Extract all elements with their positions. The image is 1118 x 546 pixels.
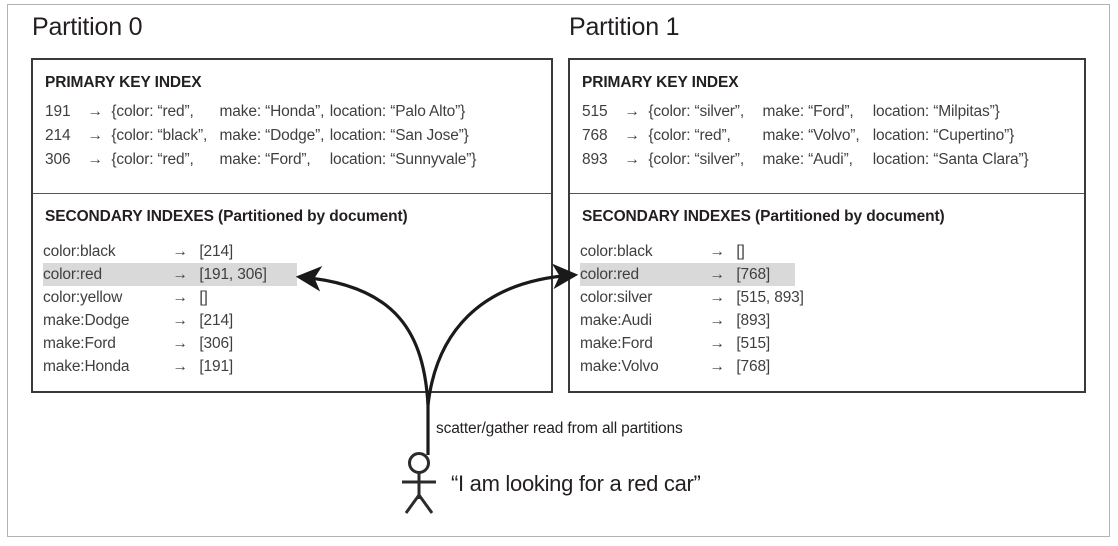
partition-1-pk-row: 893 → {color: “silver”, make: “Audi”, lo… — [582, 151, 1029, 169]
sec-term: make:Audi — [580, 312, 652, 329]
partition-1-divider — [570, 193, 1084, 194]
pk-color: {color: “red”, — [111, 103, 194, 120]
arrow-right-icon: → — [172, 289, 188, 306]
sec-term: color:black — [580, 243, 653, 260]
figure-frame: Partition 0 PRIMARY KEY INDEX 191 → {col… — [7, 4, 1110, 537]
partition-1-primary-heading: PRIMARY KEY INDEX — [582, 74, 739, 91]
partition-0-pk-row: 214 → {color: “black”, make: “Dodge”, lo… — [45, 127, 469, 145]
arrow-right-icon: → — [172, 358, 188, 375]
sec-term: color:red — [43, 266, 102, 283]
sec-term: make:Volvo — [580, 358, 659, 375]
partition-0-box: PRIMARY KEY INDEX 191 → {color: “red”, m… — [31, 58, 553, 393]
partition-0-sec-row: make:Honda → [191] — [43, 355, 297, 378]
user-query-quote: “I am looking for a red car” — [451, 471, 701, 496]
scatter-gather-caption: scatter/gather read from all partitions — [436, 420, 683, 437]
arrow-right-icon: → — [87, 103, 103, 120]
partition-1-sec-row: make:Ford → [515] — [580, 332, 795, 355]
partition-0-divider — [33, 193, 551, 194]
arrow-right-icon: → — [709, 358, 725, 375]
partition-1-sec-row-highlighted: color:red → [768] — [580, 263, 795, 286]
user-head-icon — [408, 452, 430, 474]
sec-term: color:yellow — [43, 289, 123, 306]
sec-term: make:Ford — [580, 335, 653, 352]
arrow-right-icon: → — [172, 266, 188, 283]
pk-color: {color: “black”, — [111, 127, 208, 144]
arrow-right-icon: → — [709, 266, 725, 283]
partition-0-title: Partition 0 — [32, 13, 143, 41]
sec-posting: [214] — [199, 243, 234, 260]
pk-color: {color: “red”, — [648, 127, 731, 144]
partition-0-secondary-heading: SECONDARY INDEXES (Partitioned by docume… — [45, 208, 408, 225]
arrow-right-icon: → — [172, 243, 188, 260]
arrow-right-icon: → — [624, 151, 640, 168]
sec-posting: [] — [736, 243, 745, 260]
pk-color: {color: “red”, — [111, 151, 194, 168]
partition-0-pk-row: 191 → {color: “red”, make: “Honda”, loca… — [45, 103, 465, 121]
sec-posting: [768] — [736, 358, 771, 375]
pk-make: make: “Honda”, — [219, 103, 325, 120]
partition-1-box: PRIMARY KEY INDEX 515 → {color: “silver”… — [568, 58, 1086, 393]
pk-location: location: “Milpitas”} — [872, 103, 1000, 120]
pk-location: location: “Cupertino”} — [872, 127, 1015, 144]
partition-1-pk-row: 768 → {color: “red”, make: “Volvo”, loca… — [582, 127, 1014, 145]
pk-id: 893 — [582, 151, 608, 168]
pk-make: make: “Volvo”, — [762, 127, 860, 144]
partition-1-sec-row: color:black → [] — [580, 240, 795, 263]
arrow-right-icon: → — [172, 312, 188, 329]
sec-posting: [515] — [736, 335, 771, 352]
arrow-right-icon: → — [624, 127, 640, 144]
arrow-right-icon: → — [709, 335, 725, 352]
sec-posting: [515, 893] — [736, 289, 804, 306]
pk-id: 515 — [582, 103, 608, 120]
partition-1-secondary-heading: SECONDARY INDEXES (Partitioned by docume… — [582, 208, 945, 225]
partition-0-primary-heading: PRIMARY KEY INDEX — [45, 74, 202, 91]
partition-0-pk-row: 306 → {color: “red”, make: “Ford”, locat… — [45, 151, 476, 169]
pk-color: {color: “silver”, — [648, 151, 744, 168]
sec-term: color:red — [580, 266, 639, 283]
sec-posting: [893] — [736, 312, 771, 329]
sec-term: make:Ford — [43, 335, 116, 352]
partition-0-sec-row: color:black → [214] — [43, 240, 297, 263]
partition-1-sec-row: color:silver → [515, 893] — [580, 286, 804, 309]
pk-location: location: “Palo Alto”} — [329, 103, 466, 120]
pk-id: 768 — [582, 127, 608, 144]
sec-posting: [191, 306] — [199, 266, 267, 283]
partition-1-sec-row: make:Volvo → [768] — [580, 355, 795, 378]
pk-location: location: “Santa Clara”} — [872, 151, 1029, 168]
pk-color: {color: “silver”, — [648, 103, 744, 120]
arrow-right-icon: → — [709, 289, 725, 306]
pk-id: 214 — [45, 127, 71, 144]
sec-posting: [] — [199, 289, 208, 306]
sec-posting: [214] — [199, 312, 234, 329]
pk-make: make: “Dodge”, — [219, 127, 325, 144]
arrow-right-icon: → — [87, 127, 103, 144]
sec-term: color:silver — [580, 289, 653, 306]
pk-make: make: “Ford”, — [762, 103, 854, 120]
sec-term: color:black — [43, 243, 116, 260]
pk-location: location: “Sunnyvale”} — [329, 151, 477, 168]
partition-1-title: Partition 1 — [569, 13, 680, 41]
arrow-right-icon: → — [172, 335, 188, 352]
user-legs-icon — [404, 492, 434, 514]
sec-posting: [191] — [199, 358, 234, 375]
pk-make: make: “Audi”, — [762, 151, 853, 168]
pk-id: 191 — [45, 103, 71, 120]
pk-id: 306 — [45, 151, 71, 168]
arrow-right-icon: → — [624, 103, 640, 120]
partition-0-sec-row: make:Dodge → [214] — [43, 309, 297, 332]
partition-0-sec-row-highlighted: color:red → [191, 306] — [43, 263, 297, 286]
pk-location: location: “San Jose”} — [329, 127, 469, 144]
partition-0-sec-row: color:yellow → [] — [43, 286, 297, 309]
partition-0-sec-row: make:Ford → [306] — [43, 332, 297, 355]
arrow-right-icon: → — [709, 312, 725, 329]
arrow-right-icon: → — [709, 243, 725, 260]
sec-term: make:Honda — [43, 358, 130, 375]
arrow-right-icon: → — [87, 151, 103, 168]
sec-term: make:Dodge — [43, 312, 130, 329]
pk-make: make: “Ford”, — [219, 151, 311, 168]
sec-posting: [768] — [736, 266, 771, 283]
sec-posting: [306] — [199, 335, 234, 352]
partition-1-sec-row: make:Audi → [893] — [580, 309, 795, 332]
partition-1-pk-row: 515 → {color: “silver”, make: “Ford”, lo… — [582, 103, 1000, 121]
